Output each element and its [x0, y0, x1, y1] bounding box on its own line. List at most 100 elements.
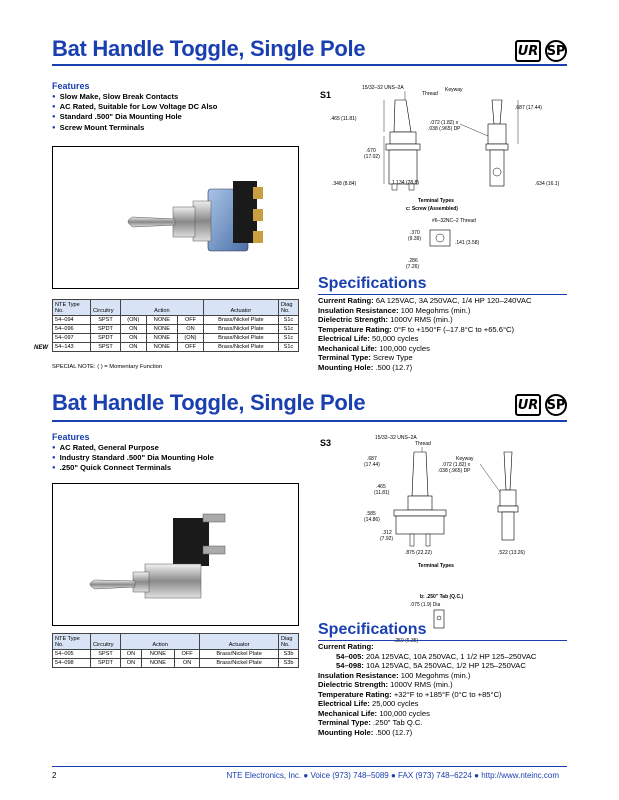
- bullet-icon: ●: [474, 771, 482, 780]
- svg-text:.634 (16.1): .634 (16.1): [535, 181, 560, 187]
- spec-line: Temperature Rating: 0°F to +150°F (–17.8…: [318, 324, 515, 334]
- svg-text:(11.81): (11.81): [374, 490, 390, 496]
- col-circuitry: Circuitry: [90, 299, 121, 316]
- specifications-divider: [318, 294, 567, 295]
- table-row: 54–097 SPDT ON NONE (ON) Brass/Nickel Pl…: [52, 333, 299, 343]
- cell: ON: [173, 658, 201, 668]
- product-section-2: Bat Handle Toggle, Single Pole UR SP Fea…: [0, 390, 619, 765]
- cell: SPDT: [90, 658, 121, 668]
- cell: S1c: [278, 315, 299, 325]
- spec-line: Insulation Resistance: 100 Megohms (min.…: [318, 305, 471, 315]
- cell: Brass/Nickel Plate: [199, 658, 279, 668]
- spec-line: Terminal Type: .250" Tab Q.C.: [318, 718, 423, 727]
- table-row: 54–143 SPST ON NONE OFF Brass/Nickel Pla…: [52, 342, 299, 352]
- cell: SPST: [90, 649, 121, 659]
- specifications-heading: Specifications: [318, 621, 427, 638]
- svg-text:.670: .670: [366, 148, 376, 154]
- col-actuator: Actuator: [199, 633, 279, 650]
- col-type-no: NTE Type No.: [52, 633, 91, 650]
- certification-logos: UR SP: [515, 40, 567, 62]
- special-note: SPECIAL NOTE: ( ) = Momentary Function: [52, 364, 163, 370]
- specifications-heading: Specifications: [318, 275, 427, 292]
- certification-logos: UR SP: [515, 394, 567, 416]
- toggle-switch-photo-icon: [89, 513, 226, 599]
- feature-item: Screw Mount Terminals: [52, 123, 217, 133]
- spec-line: Terminal Type: Screw Type: [318, 353, 413, 362]
- company-name: NTE Electronics, Inc.: [226, 771, 302, 780]
- csa-certified-icon: SP: [545, 40, 567, 62]
- cell: S1c: [278, 324, 299, 334]
- footer-divider: [52, 766, 567, 767]
- specifications-list: Current Rating: 6A 125VAC, 3A 250VAC, 1/…: [318, 296, 568, 372]
- svg-text:15/32–32 UNS–2A: 15/32–32 UNS–2A: [375, 435, 417, 441]
- col-type-no: NTE Type No.: [52, 299, 91, 316]
- cell: 54–097: [52, 333, 91, 343]
- cell: NONE: [145, 333, 179, 343]
- cell: NONE: [140, 649, 175, 659]
- cell: OFF: [177, 342, 204, 352]
- svg-text:.286: .286: [408, 258, 418, 264]
- cell: Brass/Nickel Plate: [202, 324, 280, 334]
- features-list: AC Rated, General Purpose Industry Stand…: [52, 443, 214, 474]
- product-section-1: Bat Handle Toggle, Single Pole UR SP Fea…: [0, 0, 619, 390]
- cell: ON: [120, 324, 147, 334]
- cell: 54–096: [52, 324, 91, 334]
- features-heading: Features: [52, 432, 90, 442]
- svg-text:15/32–32 UNS–2A: 15/32–32 UNS–2A: [362, 85, 404, 91]
- cell: NONE: [145, 315, 179, 325]
- feature-item: AC Rated, General Purpose: [52, 443, 214, 453]
- cell: OFF: [173, 649, 201, 659]
- cell: (ON): [120, 315, 147, 325]
- svg-text:.250 (6.35): .250 (6.35): [394, 638, 419, 644]
- svg-text:.687: .687: [367, 456, 377, 462]
- svg-text:(9.39): (9.39): [408, 236, 421, 242]
- cell: NONE: [145, 324, 179, 334]
- page-number: 2: [52, 771, 57, 780]
- website-link[interactable]: http://www.nteinc.com: [481, 771, 559, 780]
- svg-text:.075 (1.9) Dia: .075 (1.9) Dia: [410, 602, 441, 608]
- cell: SPST: [90, 342, 121, 352]
- spec-line: 54–098: 10A 125VAC, 5A 250VAC, 1/2 HP 12…: [336, 661, 526, 670]
- spec-line: Mechanical Life: 100,000 cycles: [318, 708, 430, 718]
- diagram-id: S3: [320, 438, 331, 448]
- svg-text:.141 (3.58): .141 (3.58): [455, 240, 480, 246]
- cell: Brass/Nickel Plate: [202, 333, 280, 343]
- cell: ON: [120, 658, 142, 668]
- diagram-id: S1: [320, 90, 331, 100]
- feature-item: Standard .500" Dia Mounting Hole: [52, 112, 217, 122]
- svg-text:c: Screw (Assembled): c: Screw (Assembled): [406, 206, 458, 212]
- table-row: 54–005 SPST ON NONE OFF Brass/Nickel Pla…: [52, 649, 299, 659]
- dimension-drawing-s3: S3 15/32–32 UNS–2A Thread .687 (17.44) .…: [320, 435, 525, 644]
- section-title: Bat Handle Toggle, Single Pole: [52, 36, 366, 61]
- spec-line: Current Rating: 6A 125VAC, 3A 250VAC, 1/…: [318, 296, 532, 305]
- features-list: Slow Make, Slow Break Contacts AC Rated,…: [52, 92, 218, 133]
- col-circuitry: Circuitry: [90, 633, 121, 650]
- csa-certified-icon: SP: [545, 394, 567, 416]
- cell: S3b: [278, 649, 299, 659]
- dimension-drawing-s1: S1 15/32–32 UNS–2A Thread .465 (11.81) .…: [320, 85, 560, 270]
- cell: S1c: [278, 342, 299, 352]
- cell: 54–005: [52, 649, 91, 659]
- col-diag-no: Diag No.: [278, 299, 299, 316]
- section-title: Bat Handle Toggle, Single Pole: [52, 390, 366, 415]
- spec-line: Dielectric Strength: 1000V RMS (min.): [318, 680, 453, 689]
- cell: Brass/Nickel Plate: [199, 649, 279, 659]
- specifications-list: Current Rating: 54–005: 20A 125VAC, 10A …: [318, 642, 568, 737]
- svg-text:.522 (13.26): .522 (13.26): [498, 550, 525, 556]
- svg-text:.072 (1.82) x: .072 (1.82) x: [442, 462, 471, 468]
- svg-text:Keyway: Keyway: [445, 87, 463, 93]
- cell: S3b: [278, 658, 299, 668]
- cell: SPST: [90, 315, 121, 325]
- feature-item: Slow Make, Slow Break Contacts: [52, 92, 217, 102]
- cell: ON: [177, 324, 204, 334]
- spec-line: Current Rating:: [318, 642, 374, 651]
- cell: SPDT: [90, 333, 121, 343]
- spec-line: Dielectric Strength: 1000V RMS (min.): [318, 315, 453, 324]
- cell: (ON): [177, 333, 204, 343]
- features-heading: Features: [52, 81, 90, 91]
- cell: ON: [120, 342, 147, 352]
- spec-line: Mounting Hole: .500 (12.7): [318, 362, 413, 372]
- voice-number: Voice (973) 748–5089: [310, 771, 389, 780]
- part-number-table: NTE Type No. Circuitry Action Actuator D…: [52, 299, 299, 352]
- toggle-switch-photo-icon: [127, 181, 263, 252]
